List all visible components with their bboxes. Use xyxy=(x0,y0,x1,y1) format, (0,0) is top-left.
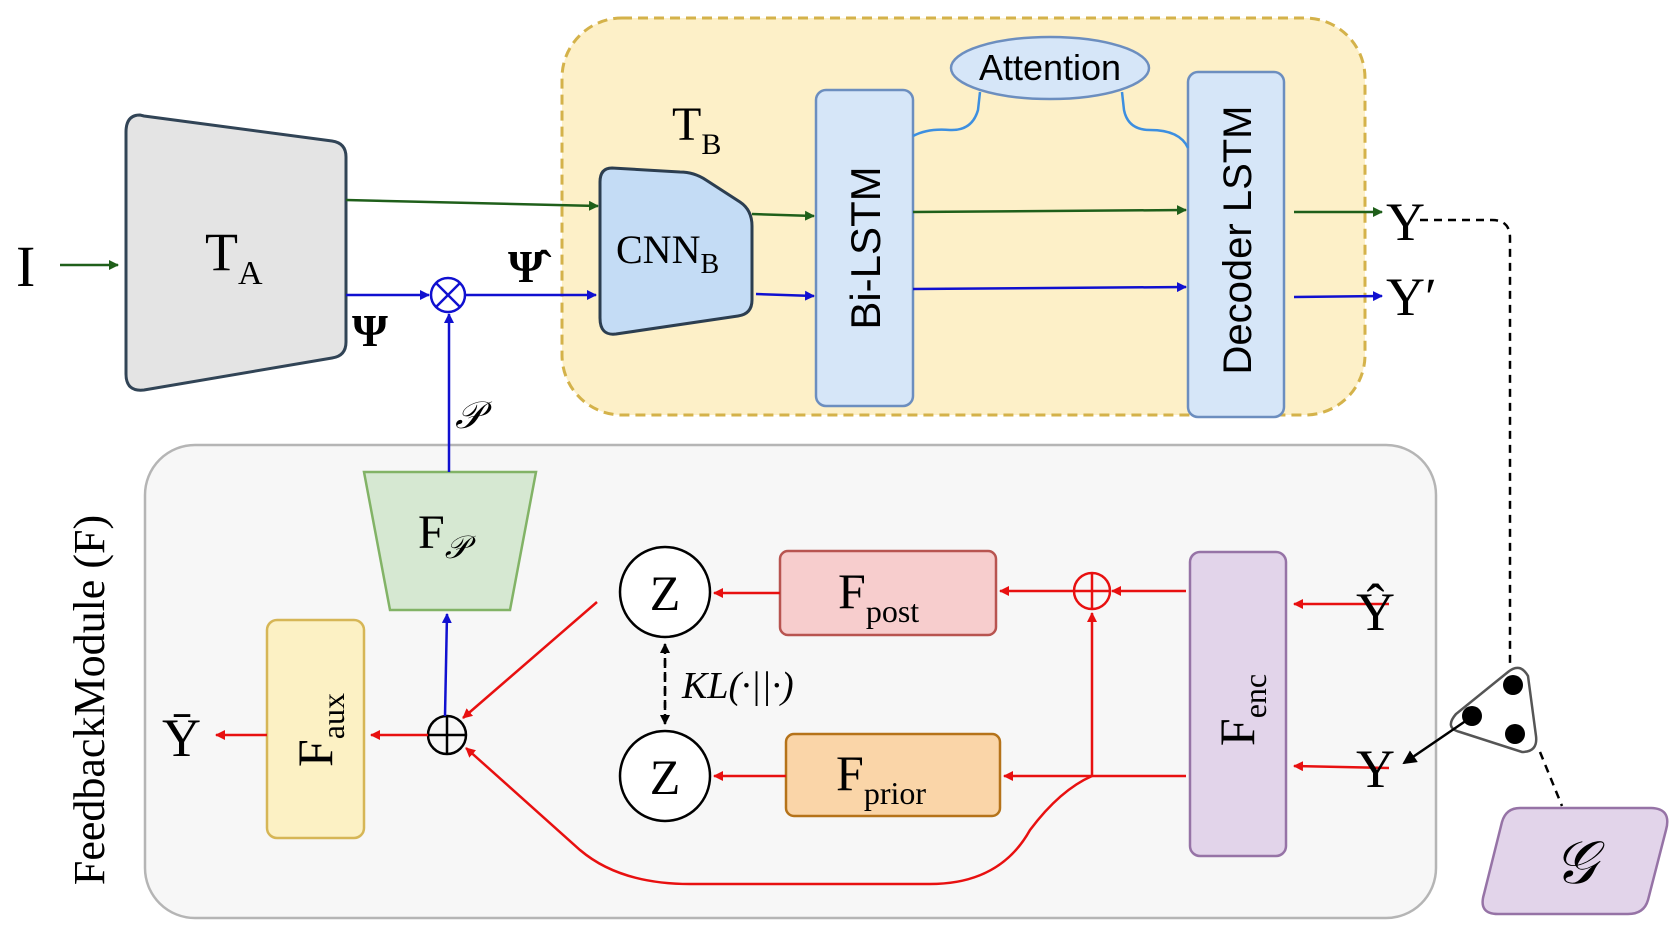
sampler-dot-2 xyxy=(1462,706,1482,726)
multiply-operator xyxy=(429,276,467,314)
plus-operator-black xyxy=(426,714,468,756)
tb-container xyxy=(560,16,1367,417)
ta-label: TA xyxy=(205,222,263,292)
faux-label-main: F xyxy=(287,739,343,767)
red-arrows xyxy=(215,586,1390,886)
attention-link-right xyxy=(1120,91,1190,149)
g-block xyxy=(1481,806,1669,916)
fprior-label-sub: prior xyxy=(864,775,927,811)
p-label: 𝒫 xyxy=(455,395,493,437)
fpost-label-sub: post xyxy=(866,593,919,629)
fp-block xyxy=(362,470,538,612)
y-bar-output-label: Ȳ xyxy=(162,708,201,768)
dashed-lines xyxy=(660,218,1564,807)
y-input-label: Y xyxy=(1356,739,1395,799)
tb-label-sub: B xyxy=(701,128,721,161)
ta-block xyxy=(124,113,348,392)
faux-label: Faux xyxy=(287,693,351,767)
z-bottom-circle xyxy=(618,729,712,823)
ta-label-sub: A xyxy=(238,255,263,292)
kl-label: KL(·||·) xyxy=(681,665,794,707)
psi-hat-label: Ψ̂ xyxy=(508,241,552,292)
faux-label-sub: aux xyxy=(315,693,351,739)
feedback-title: FeedbackModule (F) xyxy=(65,515,114,885)
tb-label-main: T xyxy=(672,98,701,151)
fenc-block xyxy=(1188,550,1288,858)
ta-label-main: T xyxy=(205,222,238,282)
attention-label: Attention xyxy=(979,47,1121,88)
cnn-label-main: CNN xyxy=(616,227,700,272)
fp-label-main: F xyxy=(418,506,445,559)
sampler-dot-3 xyxy=(1505,724,1525,744)
cnn-block xyxy=(598,166,754,336)
fprior-label-main: F xyxy=(836,745,864,801)
z-top-label: Z xyxy=(650,565,681,621)
cnn-label-sub: B xyxy=(700,249,719,280)
fpost-label-main: F xyxy=(838,563,866,619)
decoder-block xyxy=(1186,70,1286,419)
output-yprime-label: Y′ xyxy=(1386,267,1437,327)
decoder-label: Decoder LSTM xyxy=(1216,106,1260,375)
input-i-label: I xyxy=(16,234,35,299)
attention-ellipse xyxy=(949,35,1151,101)
cnn-label: CNNB xyxy=(616,227,719,280)
sampler-dot-1 xyxy=(1503,675,1523,695)
faux-block xyxy=(265,618,366,840)
sampler-arrow xyxy=(1402,716,1471,765)
tb-label: TB xyxy=(672,98,721,161)
fenc-label: Fenc xyxy=(1209,674,1273,746)
blue-arrows xyxy=(346,282,1383,717)
attention-link-left xyxy=(912,91,982,138)
y-hat-input-label: Ŷ xyxy=(1356,582,1395,642)
green-arrows xyxy=(60,198,1383,270)
z-top-circle xyxy=(618,545,712,639)
z-bottom-label: Z xyxy=(650,749,681,805)
bilstm-block xyxy=(814,88,915,408)
fenc-label-sub: enc xyxy=(1237,674,1273,718)
fenc-label-main: F xyxy=(1209,718,1265,746)
output-y-label: Y xyxy=(1386,192,1425,252)
fprior-label: Fprior xyxy=(836,745,926,811)
bilstm-label: Bi-LSTM xyxy=(842,166,889,329)
plus-operator-red xyxy=(1072,571,1112,611)
fpost-label: Fpost xyxy=(838,563,919,629)
psi-label: Ψ xyxy=(352,305,388,356)
